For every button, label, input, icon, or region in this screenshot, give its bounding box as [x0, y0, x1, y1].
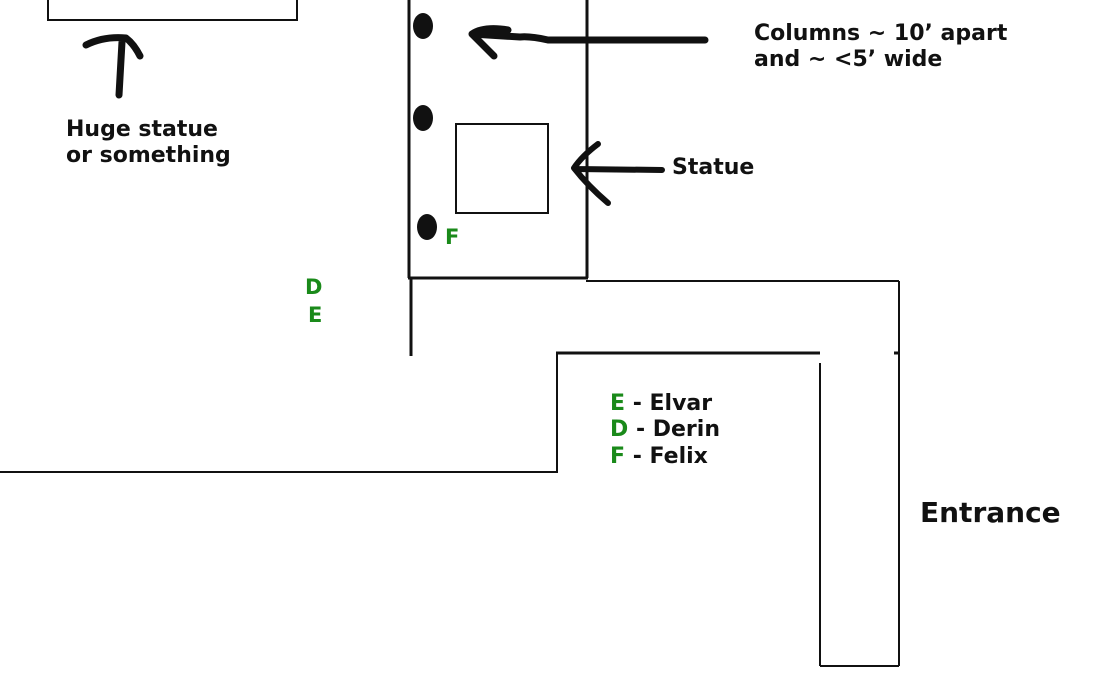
legend-name: Felix [649, 443, 708, 469]
legend-separator: - [632, 391, 642, 416]
marker-felix: F [445, 225, 460, 249]
huge-statue-annotation: Huge statue or something [66, 117, 231, 170]
huge-statue-outline [47, 0, 298, 21]
legend-item-felix: F - Felix [610, 444, 720, 470]
legend-separator: - [635, 417, 646, 443]
columns-annotation: Columns ~ 10’ apart and ~ <5’ wide [754, 21, 1007, 74]
statue-annotation: Statue [672, 155, 755, 180]
legend-letter: F [610, 443, 626, 469]
legend: E - Elvar D - Derin F - Felix [610, 391, 720, 470]
huge-statue-annotation-line2: or something [66, 143, 231, 169]
legend-name: Derin [652, 417, 720, 443]
legend-separator: - [632, 443, 642, 469]
column-3 [417, 214, 437, 240]
statue-arrow [571, 141, 665, 206]
entrance-label: Entrance [920, 496, 1061, 529]
columns-annotation-line2: and ~ <5’ wide [754, 47, 943, 73]
marker-derin: D [305, 275, 323, 299]
column-1 [413, 13, 433, 39]
legend-name: Elvar [649, 391, 713, 416]
marker-elvar: E [308, 303, 323, 327]
column-2 [413, 105, 433, 131]
legend-item-derin: D - Derin [610, 417, 720, 443]
huge-statue-annotation-line1: Huge statue [66, 117, 218, 142]
columns-annotation-line1: Columns ~ 10’ apart [754, 21, 1008, 46]
legend-item-elvar: E - Elvar [610, 391, 720, 417]
legend-letter: D [610, 417, 629, 443]
legend-letter: E [610, 391, 626, 416]
statue-box [455, 123, 549, 214]
huge-statue-arrow [82, 34, 144, 99]
columns-arrow [468, 25, 709, 60]
